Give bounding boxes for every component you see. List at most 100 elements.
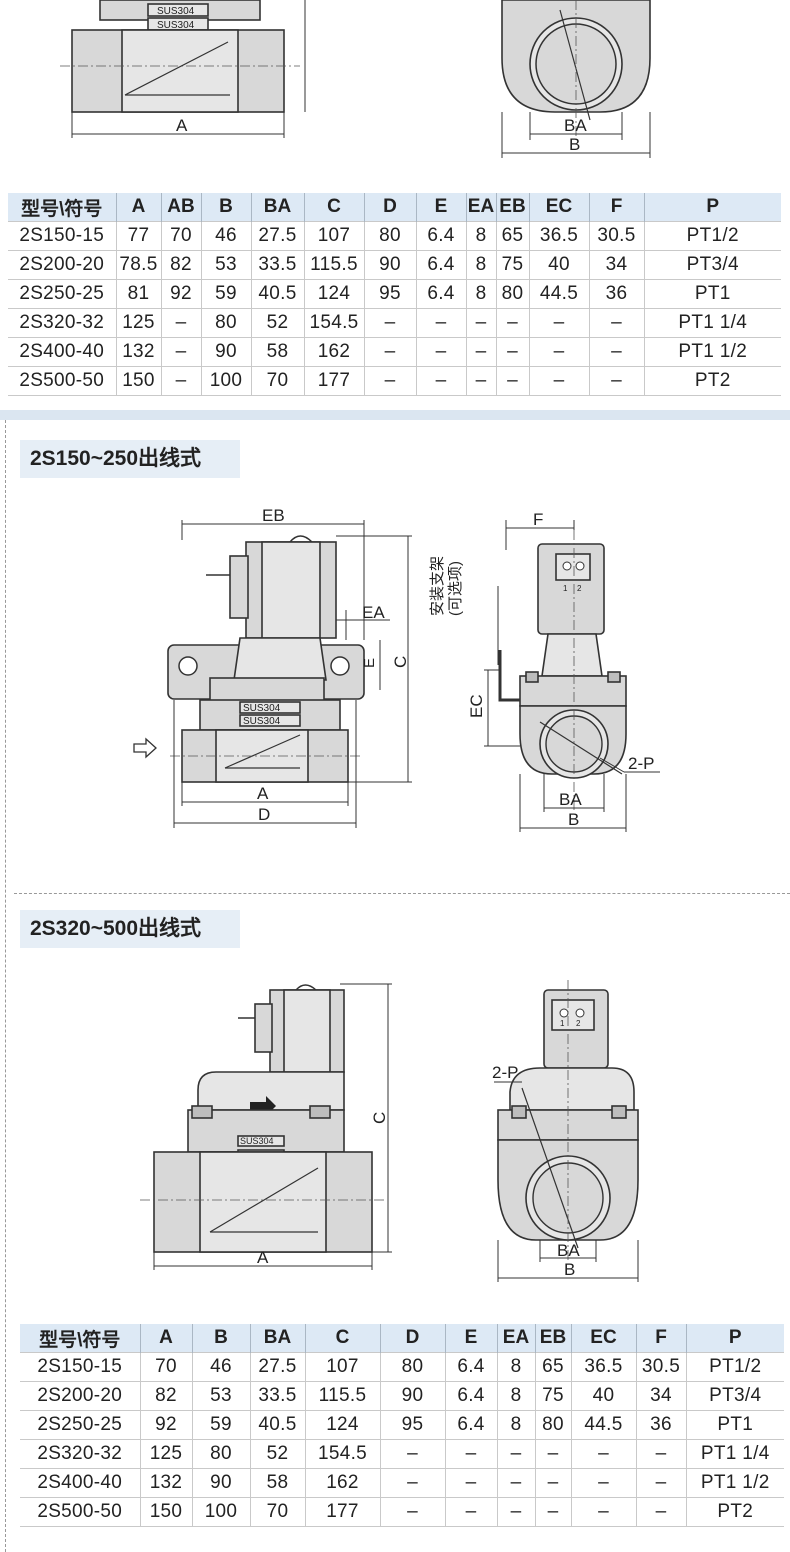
value-cell: 30.5: [635, 1352, 686, 1382]
value-cell: 70: [160, 221, 201, 251]
value-cell: 77: [115, 221, 161, 251]
spec-table-1: 型号\符号 A AB B BA C D E EA EB EC F P 2S150…: [8, 193, 781, 396]
value-cell: 162: [303, 337, 364, 367]
value-cell: –: [635, 1439, 686, 1469]
value-cell: 40: [570, 1381, 636, 1411]
value-cell: –: [379, 1497, 445, 1527]
header-cell: P: [685, 1324, 784, 1353]
pin-2-label: 2: [576, 1019, 581, 1028]
value-cell: –: [534, 1439, 571, 1469]
value-cell: 53: [191, 1381, 250, 1411]
value-cell: 95: [363, 279, 416, 309]
value-cell: 27.5: [249, 1352, 305, 1382]
value-cell: 6.4: [444, 1381, 497, 1411]
model-cell: 2S200-20: [8, 250, 116, 280]
value-cell: PT3/4: [685, 1381, 784, 1411]
value-cell: 177: [303, 366, 364, 396]
value-cell: 46: [200, 221, 251, 251]
value-cell: 100: [200, 366, 251, 396]
header-cell: EB: [495, 193, 529, 222]
value-cell: –: [496, 1497, 535, 1527]
value-cell: –: [588, 308, 644, 338]
model-cell: 2S320-32: [20, 1439, 140, 1469]
value-cell: PT3/4: [643, 250, 781, 280]
value-cell: –: [570, 1468, 636, 1498]
dim-BA-label: BA: [557, 1241, 580, 1260]
value-cell: 132: [139, 1468, 192, 1498]
value-cell: 65: [495, 221, 529, 251]
model-cell: 2S320-32: [8, 308, 116, 338]
model-cell: 2S500-50: [20, 1497, 140, 1527]
header-cell: BA: [249, 1324, 305, 1353]
model-cell: 2S500-50: [8, 366, 116, 396]
value-cell: 6.4: [444, 1352, 497, 1382]
value-cell: 150: [139, 1497, 192, 1527]
header-cell: F: [588, 193, 644, 222]
header-cell: BA: [250, 193, 304, 222]
s2-side-view: SUS304 SUS304 C A: [140, 983, 392, 1270]
sus-label: SUS304: [243, 716, 281, 727]
value-cell: 124: [304, 1410, 380, 1440]
value-cell: PT2: [643, 366, 781, 396]
value-cell: 150: [115, 366, 161, 396]
value-cell: –: [496, 1468, 535, 1498]
value-cell: 6.4: [444, 1410, 497, 1440]
dim-EC-label: EC: [467, 694, 486, 718]
value-cell: PT1/2: [685, 1352, 784, 1382]
value-cell: PT1 1/4: [643, 308, 781, 338]
dim-A-label: A: [257, 784, 269, 803]
value-cell: 107: [304, 1352, 380, 1382]
top-side-view: SUS304 SUS304 A: [60, 0, 306, 138]
pin-1-label: 1: [560, 1019, 565, 1028]
model-cell: 2S250-25: [20, 1410, 140, 1440]
flow-arrow-icon: [133, 737, 157, 759]
sus-label: SUS304: [240, 1136, 274, 1146]
section-2-drawing: SUS304 SUS304 C A 1 2 2-P: [140, 980, 639, 1282]
value-cell: –: [379, 1468, 445, 1498]
value-cell: 36: [635, 1410, 686, 1440]
value-cell: 40.5: [249, 1410, 305, 1440]
value-cell: 6.4: [415, 250, 466, 280]
model-cell: 2S200-20: [20, 1381, 140, 1411]
value-cell: 36: [588, 279, 644, 309]
value-cell: 80: [363, 221, 416, 251]
dim-EB-label: EB: [262, 506, 285, 525]
header-cell: A: [115, 193, 161, 222]
value-cell: –: [528, 308, 589, 338]
dim-EA-label: EA: [362, 603, 385, 622]
dim-2P-label: 2-P: [492, 1063, 518, 1082]
value-cell: 90: [200, 337, 251, 367]
value-cell: 115.5: [303, 250, 364, 280]
header-cell: P: [643, 193, 781, 222]
value-cell: –: [570, 1497, 636, 1527]
value-cell: –: [534, 1468, 571, 1498]
dim-C-label: C: [391, 656, 410, 668]
value-cell: 58: [249, 1468, 305, 1498]
dim-B-label: B: [569, 135, 580, 154]
header-cell: 型号\符号: [8, 193, 116, 222]
value-cell: 44.5: [528, 279, 589, 309]
value-cell: 81: [115, 279, 161, 309]
value-cell: 8: [465, 279, 496, 309]
model-cell: 2S150-15: [8, 221, 116, 251]
value-cell: 154.5: [303, 308, 364, 338]
value-cell: PT2: [685, 1497, 784, 1527]
sus-label: SUS304: [157, 6, 195, 17]
value-cell: –: [465, 308, 496, 338]
value-cell: 125: [139, 1439, 192, 1469]
bracket-optional-label: (可选项): [447, 561, 464, 616]
header-cell: E: [444, 1324, 497, 1353]
value-cell: 8: [465, 221, 496, 251]
s2-front-view: 1 2 2-P BA B: [492, 980, 639, 1282]
value-cell: 162: [304, 1468, 380, 1498]
value-cell: –: [528, 337, 589, 367]
section-divider-band: [0, 410, 790, 420]
value-cell: 36.5: [528, 221, 589, 251]
section-1-drawing: SUS304 SUS304 SUS304 SUS304 EB C EA E A: [133, 506, 660, 832]
value-cell: 34: [588, 250, 644, 280]
value-cell: 65: [534, 1352, 571, 1382]
